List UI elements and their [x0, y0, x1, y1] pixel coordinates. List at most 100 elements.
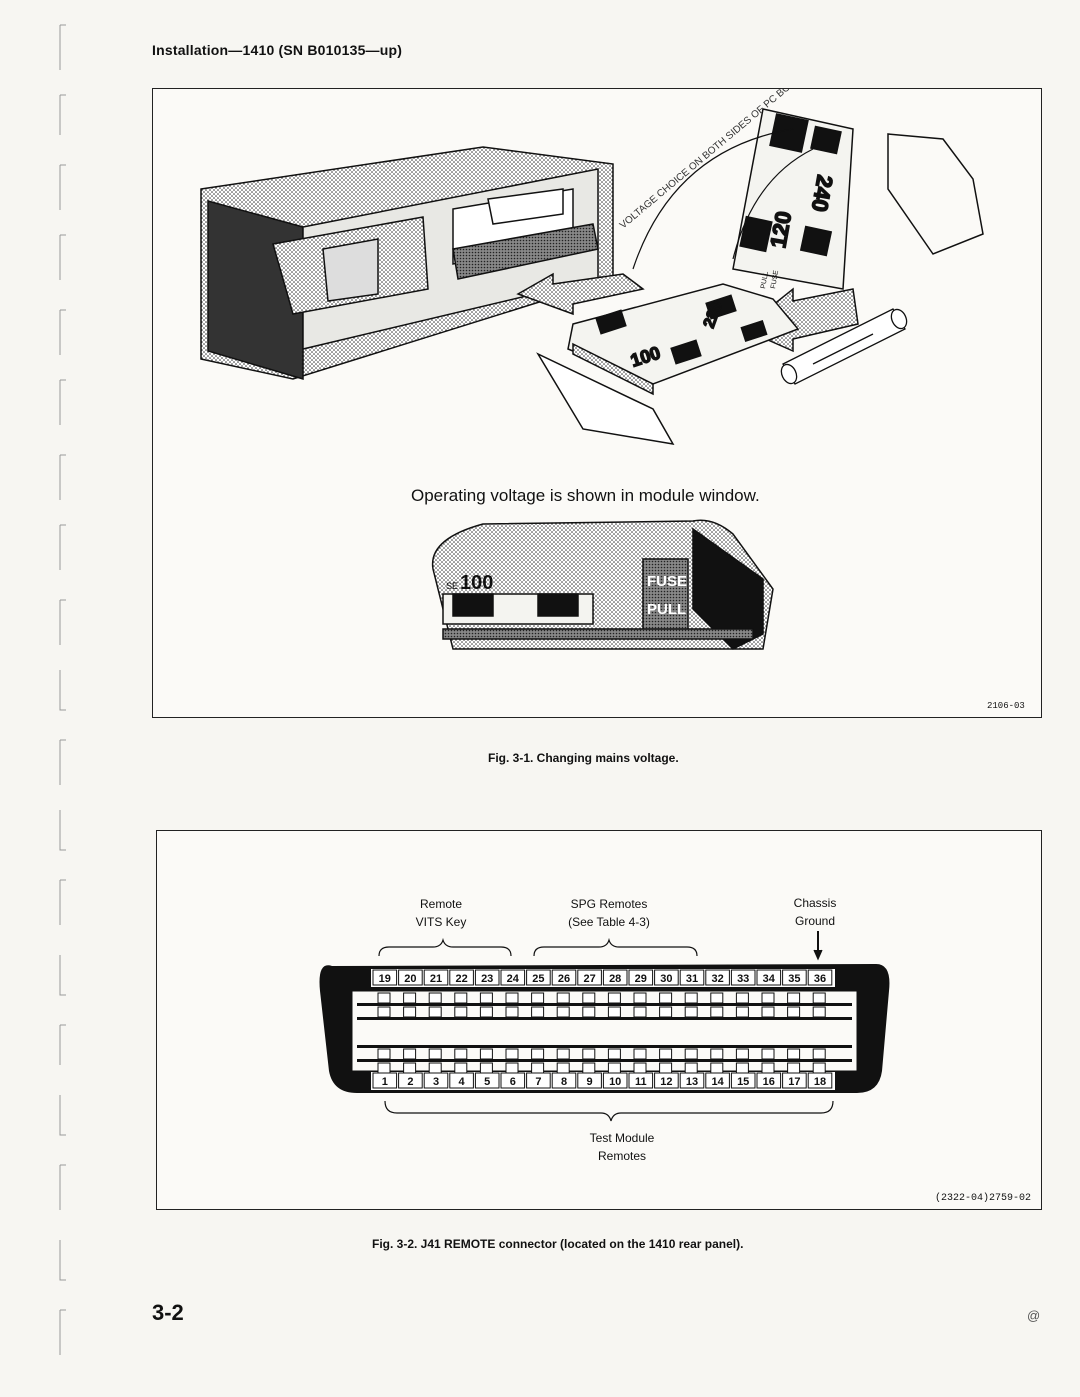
contact-pad [787, 992, 801, 1004]
label-vits-key: VITS Key [416, 915, 467, 929]
contact-pad [403, 1006, 417, 1018]
brace-test-module [384, 1100, 834, 1122]
window-se-label: SE [446, 581, 458, 591]
pin-number: 11 [635, 1076, 647, 1088]
contact-pad [735, 992, 749, 1004]
label-test-module: Test Module [590, 1131, 655, 1145]
pin-number: 33 [737, 973, 749, 985]
figure2-code: (2322-04)2759-02 [935, 1193, 1032, 1204]
pin-number: 25 [532, 973, 544, 985]
pin-cell [500, 969, 526, 986]
pin-number: 28 [609, 973, 621, 985]
label-see-table: (See Table 4-3) [568, 915, 650, 929]
contact-pad [403, 1062, 417, 1074]
contact-band [357, 1045, 852, 1048]
contact-pad [812, 1062, 826, 1074]
contact-pad [428, 1062, 442, 1074]
pin-number: 29 [635, 973, 647, 985]
footer-mark: @ [1027, 1308, 1041, 1323]
contact-pad [428, 992, 442, 1004]
contact-pad [428, 1006, 442, 1018]
contact-pad [377, 992, 391, 1004]
contact-pad [659, 1048, 673, 1060]
pin-cell [551, 969, 577, 986]
pin-number: 1 [382, 1076, 388, 1088]
contact-pad [531, 992, 545, 1004]
contact-band [357, 1003, 852, 1006]
pin-cell [423, 969, 449, 986]
number-120: 120 [765, 209, 796, 250]
contact-pad [607, 1062, 621, 1074]
contact-pad [607, 1048, 621, 1060]
contact-pad [428, 1048, 442, 1060]
contact-pad [505, 1006, 519, 1018]
pin-cell [705, 969, 730, 986]
figure2-caption: Fig. 3-2. J41 REMOTE connector (located … [372, 1237, 744, 1251]
contact-pad [454, 1006, 468, 1018]
contact-pad [582, 1062, 596, 1074]
instrument-chassis [200, 146, 614, 381]
contact-pad [684, 1006, 698, 1018]
pull-label: PULL [760, 271, 770, 290]
contact-pad [761, 1048, 775, 1060]
contact-pad [684, 992, 698, 1004]
contact-pad [479, 1048, 493, 1060]
pin-number: 2 [407, 1076, 413, 1088]
pin-number: 27 [583, 973, 595, 985]
contact-pad [582, 992, 596, 1004]
number-100: 100 [628, 342, 663, 370]
contact-pad [761, 992, 775, 1004]
pin-number: 32 [711, 973, 723, 985]
number-240: 240 [807, 173, 838, 214]
contact-pad [787, 1048, 801, 1060]
pin-cell [730, 969, 756, 986]
label-spg-remotes: SPG Remotes [571, 897, 648, 911]
contact-pad [684, 1062, 698, 1074]
pin-number: 3 [433, 1076, 439, 1088]
pin-number: 6 [510, 1076, 516, 1088]
pin-cell [449, 969, 474, 986]
contact-pad [377, 1062, 391, 1074]
j41-connector-diagram: Remote VITS Key SPG Remotes (See Table 4… [319, 896, 890, 1163]
pin-cell [372, 969, 398, 986]
pin-number: 30 [660, 973, 672, 985]
contact-pad [377, 1048, 391, 1060]
contact-pad [633, 1006, 647, 1018]
contact-pad [607, 992, 621, 1004]
pin-number: 4 [459, 1076, 466, 1088]
contact-pad [684, 1048, 698, 1060]
connector-contacts [357, 992, 852, 1074]
module-window-detail: SE 100 FUSE PULL [431, 519, 774, 650]
figure-j41-remote-connector: Remote VITS Key SPG Remotes (See Table 4… [156, 830, 1042, 1210]
pin-number: 20 [404, 973, 416, 985]
contact-pad [710, 1062, 724, 1074]
pin-number: 9 [587, 1076, 593, 1088]
contact-pad [556, 1048, 570, 1060]
contact-pad [659, 992, 673, 1004]
pin-cell [398, 969, 423, 986]
window-fuse-label: FUSE [647, 573, 687, 590]
contact-pad [607, 1006, 621, 1018]
pin-number: 15 [737, 1076, 749, 1088]
fuse-icon [780, 308, 908, 385]
contact-pad [556, 1006, 570, 1018]
pin-cell [807, 969, 833, 986]
label-chassis: Chassis [794, 896, 837, 910]
pin-cell [602, 969, 628, 986]
contact-pad [633, 1062, 647, 1074]
contact-pad [812, 1006, 826, 1018]
pin-cell [628, 969, 654, 986]
pin-number: 17 [788, 1076, 800, 1088]
contact-pad [454, 992, 468, 1004]
contact-pad [710, 1048, 724, 1060]
pin-number: 35 [788, 973, 800, 985]
label-remotes: Remotes [598, 1149, 646, 1163]
pin-number: 13 [686, 1076, 698, 1088]
pin-cell [654, 969, 679, 986]
pin-number: 16 [763, 1076, 775, 1088]
contact-pad [735, 1048, 749, 1060]
brace-spg [533, 937, 698, 957]
contact-pad [403, 992, 417, 1004]
